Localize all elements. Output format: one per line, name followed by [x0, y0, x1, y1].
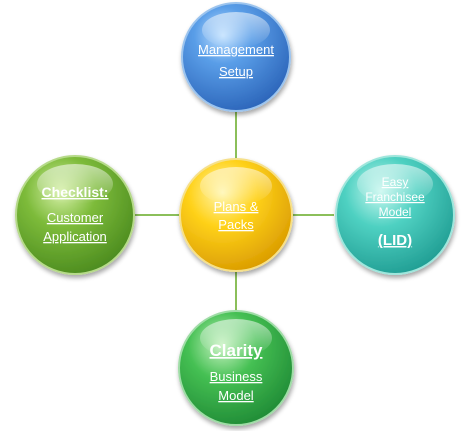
node-label-line2: Business: [210, 369, 263, 384]
node-clarity-business-model[interactable]: Clarity Business Model: [178, 310, 294, 426]
node-label-line1: Management: [198, 42, 274, 57]
node-label-line4: (LID): [378, 232, 412, 249]
node-label-line3: Model: [379, 205, 412, 219]
node-label-line1: Checklist:: [42, 184, 109, 200]
node-management-setup[interactable]: Management Setup: [181, 2, 291, 112]
node-gloss: [357, 164, 433, 204]
node-gloss: [37, 164, 113, 204]
node-label-line2: Setup: [219, 64, 253, 79]
node-gloss: [200, 319, 272, 357]
node-gloss: [202, 12, 270, 48]
node-label-line2: Packs: [218, 217, 254, 232]
node-label-line1: Easy: [382, 175, 409, 189]
node-label-line1: Clarity: [210, 341, 263, 360]
node-checklist-customer-application[interactable]: Checklist: Customer Application: [15, 155, 135, 275]
node-plans-and-packs[interactable]: Plans & Packs: [179, 158, 293, 272]
node-label-line2: Customer: [47, 210, 104, 225]
node-label-line1: Plans &: [214, 199, 259, 214]
node-easy-franchisee-model[interactable]: Easy Franchisee Model (LID): [335, 155, 455, 275]
node-label-line2: Franchisee: [365, 190, 425, 204]
node-label-line3: Model: [218, 388, 254, 403]
node-gloss: [200, 167, 272, 205]
node-label-line3: Application: [43, 229, 107, 244]
